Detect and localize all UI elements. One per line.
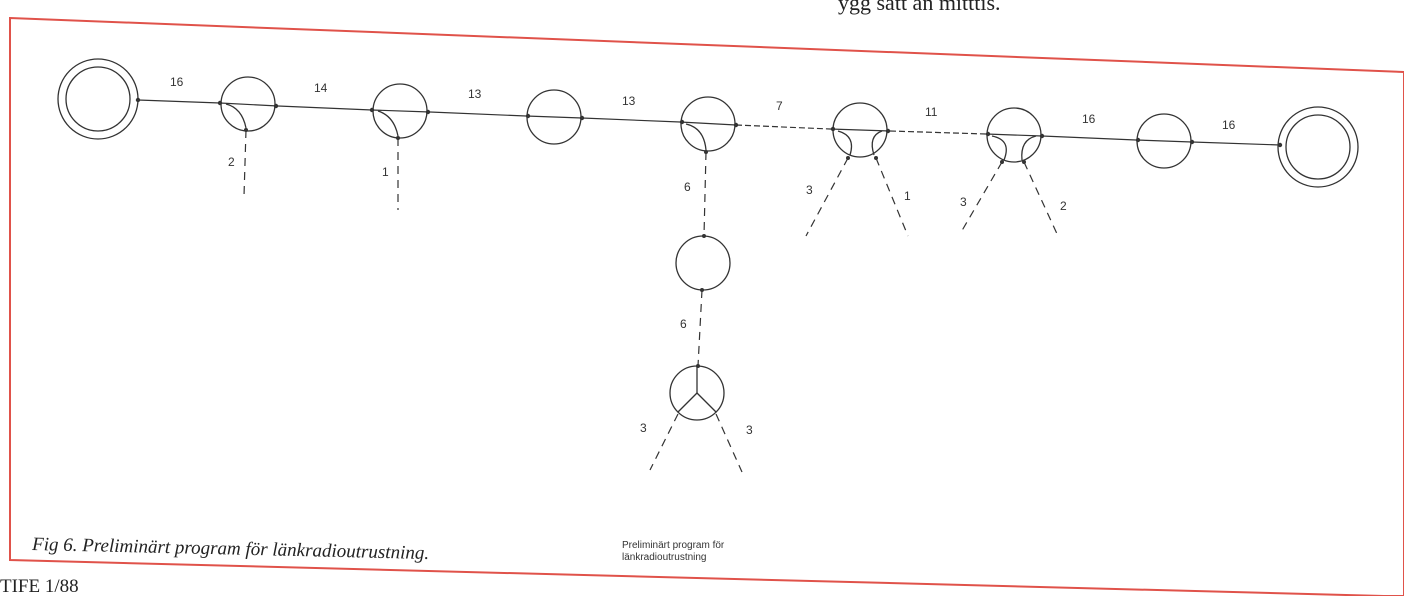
branch-label: 3: [806, 183, 813, 197]
figure-small-label-line2: länkradioutrustning: [622, 552, 707, 563]
figure-frame: [9, 16, 1404, 596]
connection-dots: [135, 97, 1283, 368]
trunk-line: [137, 99, 1281, 146]
link-label: 16: [1082, 112, 1096, 126]
branch-label: 3: [960, 195, 967, 209]
branch-label: 6: [684, 180, 691, 194]
link-label: 7: [776, 99, 783, 113]
scanned-text-fragment-bottom: TIFE 1/88: [0, 576, 79, 597]
branch-label: 2: [228, 155, 235, 169]
branch-station-bottom: [669, 365, 725, 421]
figure-small-label-line1: Preliminärt program för: [622, 540, 725, 551]
link-label: 11: [925, 105, 938, 119]
branch-label: 3: [640, 421, 647, 435]
terminal-station-right: [1277, 106, 1359, 188]
branch-label: 2: [1060, 199, 1067, 213]
link-label: 16: [1222, 118, 1236, 132]
scanned-text-fragment-top: ygg satt an mitttis.: [838, 0, 1001, 15]
link-label: 13: [622, 94, 636, 108]
figure-caption: Fig 6. Preliminärt program för länkradio…: [31, 534, 429, 564]
branch-label: 6: [680, 317, 687, 331]
link-label: 14: [314, 81, 328, 95]
branch-label: 3: [746, 423, 753, 437]
link-label: 16: [170, 75, 184, 89]
branch-label: 1: [382, 165, 389, 179]
branch-station-middle: [675, 235, 731, 291]
link-label: 13: [468, 87, 482, 101]
spur-lines: [243, 129, 1059, 473]
branch-label: 1: [904, 189, 911, 203]
terminal-station-left: [57, 58, 139, 140]
